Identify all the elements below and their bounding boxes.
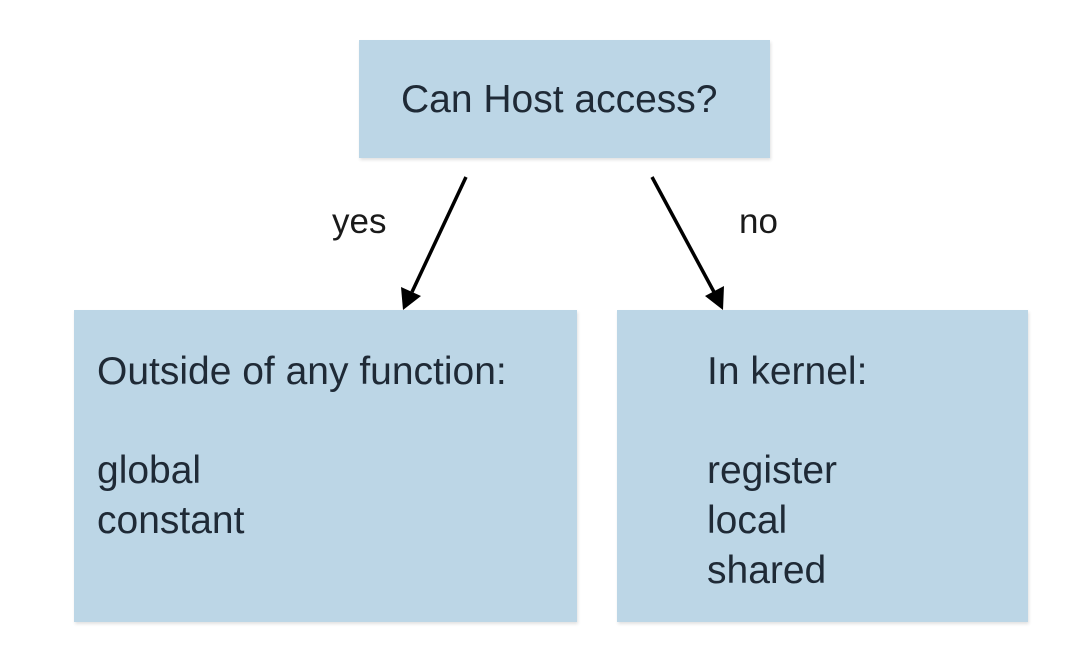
yes-box-title: Outside of any function: bbox=[97, 350, 507, 393]
yes-answer-box: Outside of any function: global constant bbox=[74, 310, 577, 622]
question-text: Can Host access? bbox=[401, 78, 718, 121]
no-edge-label: no bbox=[739, 202, 778, 241]
no-answer-box: In kernel: register local shared bbox=[617, 310, 1028, 622]
memory-type-item: constant bbox=[97, 499, 245, 542]
memory-type-item: register bbox=[707, 449, 838, 492]
memory-type-item: global bbox=[97, 449, 202, 492]
question-box: Can Host access? bbox=[359, 40, 770, 158]
no-arrow bbox=[650, 176, 724, 310]
no-memory-list: register local shared bbox=[707, 446, 837, 596]
yes-edge-label: yes bbox=[332, 202, 387, 241]
no-box-title: In kernel: bbox=[707, 350, 868, 393]
memory-type-item: local bbox=[707, 499, 788, 542]
yes-arrow bbox=[401, 176, 468, 310]
memory-type-item: shared bbox=[707, 549, 827, 592]
yes-memory-list: global constant bbox=[97, 446, 244, 546]
